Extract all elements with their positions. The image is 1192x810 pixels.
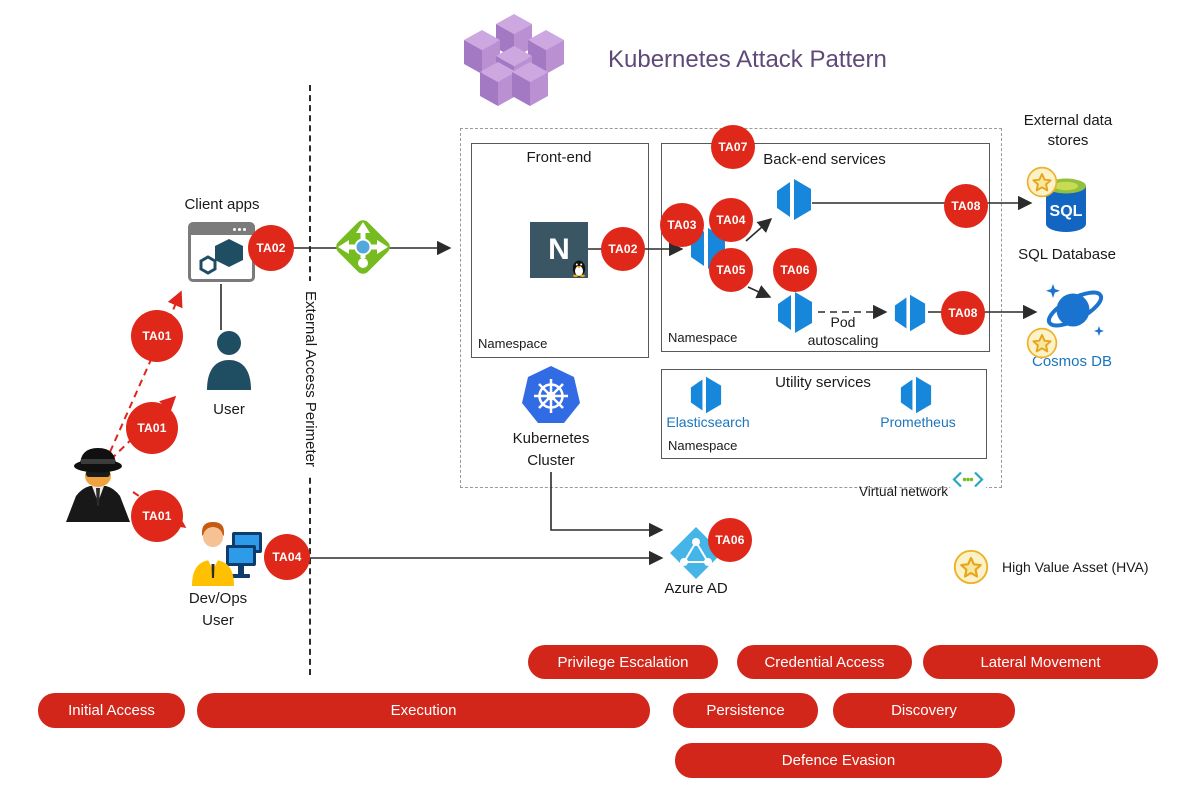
badge-ta08-sql: TA08 [944, 184, 988, 228]
tactic-execution: Execution [197, 693, 650, 728]
kubernetes-cluster-label-line2: Cluster [527, 452, 575, 469]
page-title: Kubernetes Attack Pattern [608, 46, 887, 73]
badge-ta07-backend: TA07 [711, 125, 755, 169]
hva-star-badge-sql [1026, 166, 1058, 198]
frontend-namespace-label: Namespace [478, 336, 548, 351]
hva-legend-label: High Value Asset (HVA) [1002, 559, 1149, 575]
linux-tux-icon [572, 260, 586, 277]
nginx-letter: N [548, 233, 570, 266]
kubernetes-cluster-icon [522, 366, 580, 423]
badge-ta01-lower: TA01 [131, 490, 183, 542]
nginx-container-icon: N [530, 222, 588, 278]
load-balancer-icon [336, 220, 390, 274]
cosmos-db-icon [1046, 284, 1104, 336]
backend-namespace-label: Namespace [668, 330, 738, 345]
badge-ta05-backend: TA05 [709, 248, 753, 292]
elasticsearch-pod-icon [688, 375, 724, 415]
pod-autoscaling-label-line1: Pod [830, 314, 856, 330]
devops-user-label-line2: User [202, 612, 234, 629]
elasticsearch-label: Elasticsearch [666, 414, 750, 430]
browser-dots-icon [233, 228, 249, 232]
tactic-lateral-movement: Lateral Movement [923, 645, 1158, 679]
browser-window-icon [188, 222, 255, 282]
backend-bottom-pod-icon [775, 290, 815, 335]
tactic-credential-access: Credential Access [737, 645, 912, 679]
badge-ta06-backend: TA06 [773, 248, 817, 292]
sql-database-label: SQL Database [1018, 246, 1116, 263]
external-stores-title-line2: stores [1047, 132, 1089, 149]
external-access-perimeter-label: External Access Perimeter [299, 281, 321, 477]
server-cluster-icon [464, 14, 564, 106]
kubernetes-cluster-label-line1: Kubernetes [512, 430, 590, 447]
badge-ta06-azure-ad: TA06 [708, 518, 752, 562]
prometheus-pod-icon [898, 375, 934, 415]
hva-star-badge-cosmos [1026, 327, 1058, 359]
attacker-icon [66, 448, 130, 522]
backend-title: Back-end services [763, 151, 886, 168]
badge-ta01-middle: TA01 [126, 402, 178, 454]
badge-ta04-backend: TA04 [709, 198, 753, 242]
container-app-icon [199, 239, 243, 275]
hva-legend-icon [953, 549, 989, 585]
autoscaled-pod-icon [892, 293, 928, 333]
backend-top-pod-icon [774, 177, 814, 222]
tactic-initial-access: Initial Access [38, 693, 185, 728]
pod-autoscaling-label-line2: autoscaling [807, 332, 879, 348]
badge-ta08-cosmos: TA08 [941, 291, 985, 335]
virtual-network-label: Virtual network [858, 484, 948, 499]
tactic-discovery: Discovery [833, 693, 1015, 728]
external-stores-title-line1: External data [1023, 112, 1113, 129]
azure-ad-label: Azure AD [664, 580, 728, 597]
tactic-privilege-escalation: Privilege Escalation [528, 645, 718, 679]
user-icon [207, 331, 251, 390]
client-apps-label: Client apps [184, 196, 260, 213]
frontend-title: Front-end [526, 149, 592, 166]
devops-user-icon [192, 522, 262, 586]
badge-ta01-upper: TA01 [131, 310, 183, 362]
cosmos-db-label: Cosmos DB [1031, 353, 1113, 370]
sql-icon-text: SQL [1050, 203, 1083, 220]
user-label: User [213, 401, 245, 418]
badge-ta02-frontend: TA02 [601, 227, 645, 271]
prometheus-label: Prometheus [880, 414, 956, 430]
devops-user-label-line1: Dev/Ops [188, 590, 248, 607]
badge-ta03-backend: TA03 [660, 203, 704, 247]
virtual-network-icon [950, 469, 986, 490]
utility-namespace-label: Namespace [668, 438, 738, 453]
tactic-persistence: Persistence [673, 693, 818, 728]
utility-title: Utility services [775, 374, 871, 391]
tactic-defence-evasion: Defence Evasion [675, 743, 1002, 778]
badge-ta02-client-apps: TA02 [248, 225, 294, 271]
badge-ta04-devops: TA04 [264, 534, 310, 580]
